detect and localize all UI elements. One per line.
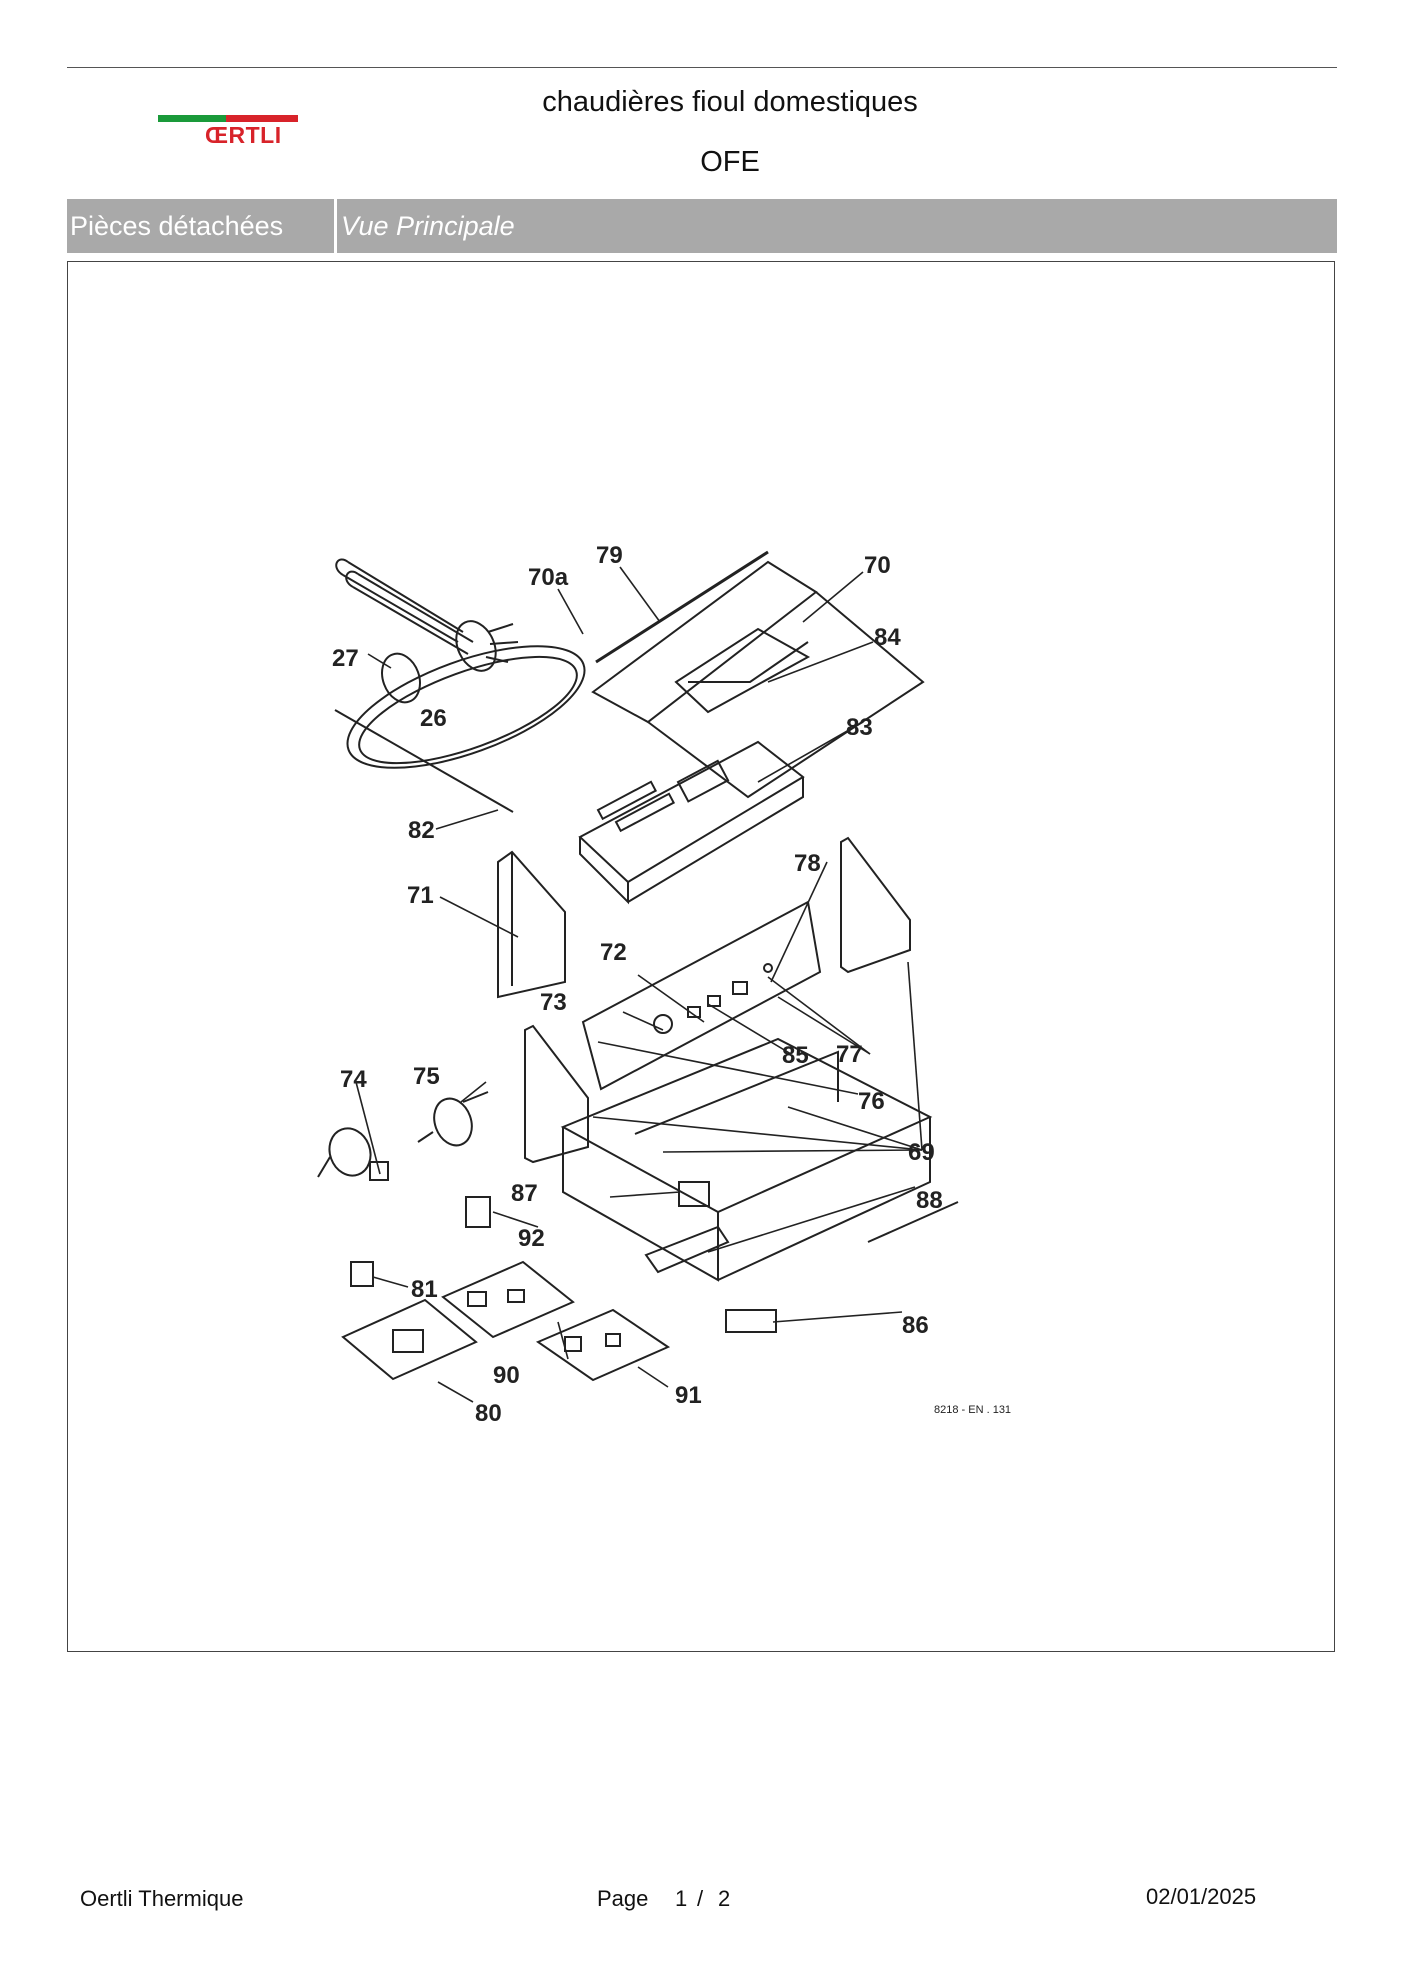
cable-loop-drawing	[334, 645, 586, 813]
callout-26: 26	[420, 705, 447, 732]
callout-78: 78	[794, 850, 821, 877]
switch-81-drawing	[350, 1261, 374, 1287]
drawing-reference: 8218 - EN . 131	[934, 1404, 1012, 1416]
board-80-drawing	[341, 1298, 478, 1381]
coil-74-drawing	[317, 1127, 389, 1181]
header-rule	[67, 67, 1337, 68]
band-separator	[334, 199, 337, 253]
gasket-drawing	[381, 652, 421, 704]
callout-92: 92	[518, 1225, 545, 1252]
callout-84: 84	[874, 624, 901, 651]
connector-86-drawing	[725, 1309, 777, 1333]
relay-92-drawing	[465, 1196, 491, 1228]
board-91-drawing	[535, 1308, 671, 1382]
document-title: chaudières fioul domestiques	[542, 86, 918, 118]
callout-70: 70	[864, 552, 891, 579]
callout-90: 90	[493, 1362, 520, 1389]
side-bracket-drawing	[497, 850, 566, 999]
logo-red-bar	[226, 115, 298, 122]
callout-76: 76	[858, 1088, 885, 1115]
callout-83: 83	[846, 714, 873, 741]
callout-81: 81	[411, 1276, 438, 1303]
leader-lines	[355, 566, 923, 1403]
heating-element-drawing	[335, 558, 519, 672]
relay-87-drawing	[678, 1181, 710, 1207]
callout-91: 91	[675, 1382, 702, 1409]
callout-85: 85	[782, 1042, 809, 1069]
footer-date: 02/01/2025	[1146, 1884, 1257, 1909]
left-plate-drawing	[524, 1024, 589, 1164]
logo-green-bar	[158, 115, 226, 122]
footer-page-word: Page	[597, 1886, 649, 1911]
callout-70a: 70a	[528, 564, 569, 591]
callout-74: 74	[340, 1066, 367, 1093]
section-label: Pièces détachées	[70, 211, 284, 241]
callout-87: 87	[511, 1180, 538, 1207]
callout-77: 77	[836, 1041, 863, 1068]
front-panel-drawing	[581, 900, 822, 1091]
section-band: Pièces détachées Vue Principale	[67, 199, 1337, 253]
callout-88: 88	[916, 1187, 943, 1214]
view-label: Vue Principale	[341, 211, 515, 241]
callout-73: 73	[540, 989, 567, 1016]
callout-71: 71	[407, 882, 434, 909]
oertli-logo: ŒRTLI	[155, 112, 305, 152]
control-panel-drawing	[578, 740, 805, 905]
model-name: OFE	[700, 146, 760, 178]
footer-page-separator: /	[697, 1886, 704, 1911]
callout-86: 86	[902, 1312, 929, 1339]
logo-wordmark: ŒRTLI	[205, 122, 282, 148]
footer-company: Oertli Thermique	[80, 1886, 244, 1911]
footer-page-total: 2	[718, 1886, 731, 1911]
exploded-parts-diagram	[317, 550, 959, 1403]
coil-75-drawing	[417, 1091, 489, 1147]
callout-79: 79	[596, 542, 623, 569]
callout-69: 69	[908, 1139, 935, 1166]
section-cell: Pièces détachées	[67, 199, 332, 253]
callout-80: 80	[475, 1400, 502, 1427]
board-90-drawing	[441, 1260, 575, 1339]
right-plate-drawing	[840, 836, 911, 974]
footer-page-current: 1	[675, 1886, 688, 1911]
callout-82: 82	[408, 817, 435, 844]
diagram-frame: 79 70a 70 84 27 26 83 82 78 71 72 73 85 …	[67, 261, 1335, 1652]
callout-75: 75	[413, 1063, 440, 1090]
callout-27: 27	[332, 645, 359, 672]
cover-panel-drawing	[591, 550, 925, 799]
terminal-88-drawing	[644, 1225, 730, 1274]
callout-72: 72	[600, 939, 627, 966]
